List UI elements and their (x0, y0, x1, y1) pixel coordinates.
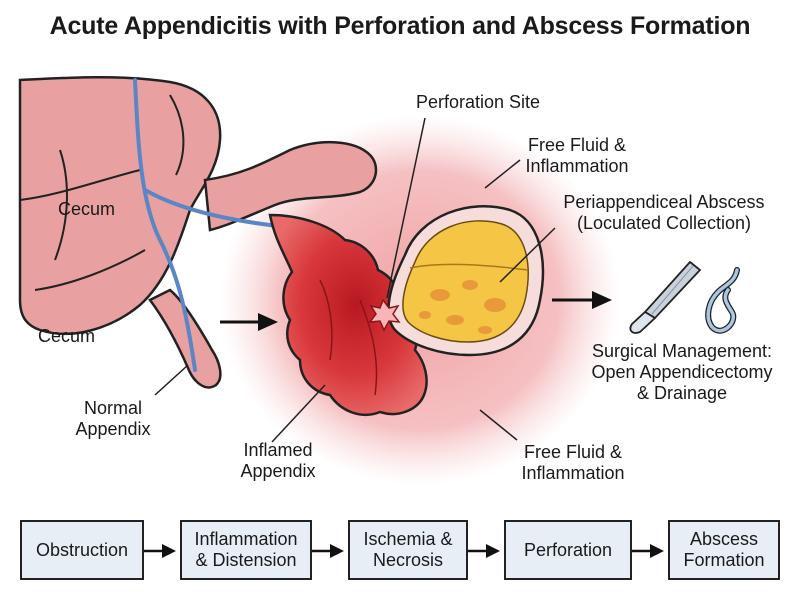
flow-step-perforation: Perforation (504, 520, 632, 580)
cecum-haustra (19, 169, 141, 201)
flow-step-inflammation: Inflammation & Distension (180, 520, 312, 580)
loculation (430, 289, 450, 301)
leader-perforation (386, 117, 426, 299)
loculation (462, 280, 478, 290)
perforation-mark (368, 298, 401, 332)
loculation (419, 311, 431, 319)
flow-arrow-icon (468, 544, 500, 558)
label-free-fluid-top: Free Fluid & Inflammation (525, 135, 629, 176)
leader-free-fluid-top (484, 159, 521, 189)
leader-normal-appendix (154, 364, 189, 396)
leader-free-fluid-bottom (479, 409, 518, 441)
leader-abscess (499, 227, 556, 283)
loculation (478, 326, 492, 334)
cecum-haustra (34, 249, 146, 291)
flow-step-ischemia: Ischemia & Necrosis (348, 520, 468, 580)
arrow-icon (220, 313, 278, 331)
flow-step-obstruction: Obstruction (20, 520, 144, 580)
label-free-fluid-bottom: Free Fluid & Inflammation (521, 442, 625, 483)
label-perforation-site: Perforation Site (416, 92, 541, 112)
flow-arrow-icon (312, 544, 344, 558)
label-normal-appendix: Normal Appendix (75, 398, 151, 439)
ileum-shape (203, 141, 378, 232)
label-cecum-lower: Cecum (38, 326, 96, 346)
flow-step-abscess: Abscess Formation (668, 520, 780, 580)
loculation (484, 298, 506, 312)
inflamed-appendix-contour (359, 299, 378, 396)
label-abscess: Periappendiceal Abscess (Loculated Colle… (563, 192, 765, 233)
scalpel-icon (629, 260, 702, 334)
drain-tube-icon (705, 267, 740, 334)
normal-appendix-shape (148, 288, 222, 389)
label-surgical-management: Surgical Management: Open Appendicectomy… (591, 341, 773, 403)
cecum-haustra (54, 149, 68, 261)
label-cecum-upper: Cecum (58, 199, 116, 219)
inflamed-appendix-contour (319, 279, 333, 361)
arrow-icon (552, 291, 612, 309)
leader-inflamed-appendix (271, 384, 326, 443)
inflamed-appendix-shape (268, 213, 428, 417)
flow-arrow-icon (144, 544, 176, 558)
loculation (446, 315, 464, 325)
flow-arrow-icon (632, 544, 664, 558)
cecum-haustra (169, 94, 185, 176)
cecum-shape (18, 75, 222, 336)
diagram-title: Acute Appendicitis with Perforation and … (49, 12, 751, 40)
label-inflamed-appendix: Inflamed Appendix (240, 440, 316, 481)
vessel-line (133, 78, 197, 372)
